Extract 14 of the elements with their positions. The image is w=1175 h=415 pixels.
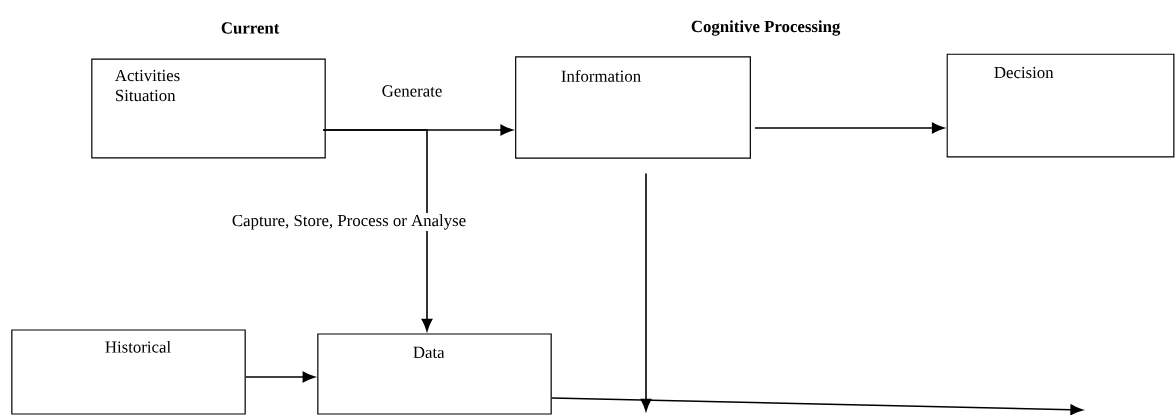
arrow	[550, 397, 1083, 415]
heading: Current	[221, 22, 280, 34]
edge-label: Capture, Store, Process or Analyse	[232, 214, 466, 230]
heading: Cognitive Processing	[691, 20, 841, 36]
arrow	[640, 172, 652, 412]
process-box: Information	[515, 56, 751, 159]
arrow	[244, 371, 315, 383]
process-box: Decision	[946, 53, 1175, 158]
edge-label: Generate	[382, 85, 442, 97]
process-box: Data	[317, 333, 552, 415]
arrow	[754, 122, 945, 134]
process-box: Historical	[11, 329, 246, 415]
arrow	[322, 129, 433, 332]
process-box: Activities Situation	[91, 58, 326, 159]
